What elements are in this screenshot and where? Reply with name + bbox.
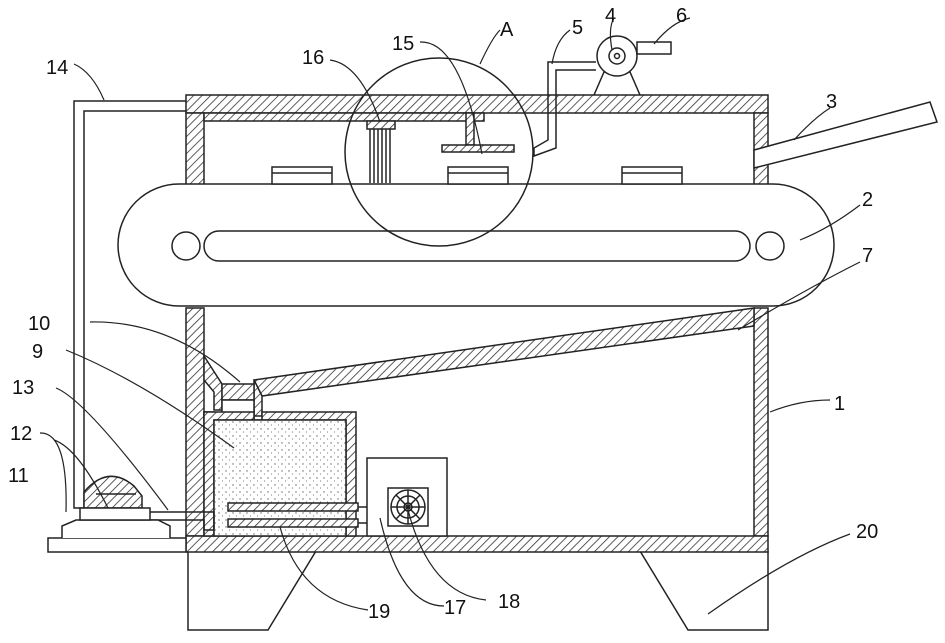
nozzle-head <box>442 145 514 152</box>
callout-a: A <box>500 19 514 41</box>
belt-item <box>272 167 332 184</box>
pump-base <box>62 520 170 538</box>
callout-13: 13 <box>12 377 34 399</box>
callout-11: 11 <box>8 465 29 487</box>
fan <box>594 36 671 95</box>
brush <box>367 121 395 183</box>
belt-item <box>622 167 682 184</box>
nozzle-stem <box>466 113 474 145</box>
heater-element-bottom <box>228 519 358 527</box>
right-wall-lower <box>754 308 768 536</box>
callout-15: 15 <box>392 33 414 55</box>
callout-2: 2 <box>862 189 873 211</box>
items-on-belt <box>272 167 682 184</box>
filter-funnel-left <box>204 356 222 410</box>
left-leg <box>188 551 316 630</box>
top-duct <box>204 113 484 121</box>
callout-14: 14 <box>46 57 68 79</box>
right-leg <box>640 551 768 630</box>
control-box <box>367 458 447 536</box>
callout-4: 4 <box>605 5 616 27</box>
heater-element-top <box>228 503 358 511</box>
callout-18: 18 <box>498 591 520 613</box>
filter <box>204 356 262 420</box>
pump-assembly <box>48 476 186 552</box>
filter-mesh <box>222 384 254 400</box>
feed-chute <box>754 102 937 168</box>
left-wall-lower <box>186 308 204 536</box>
callout-17: 17 <box>444 597 466 619</box>
bottom-wall <box>186 536 768 552</box>
callout-1: 1 <box>834 393 845 415</box>
callout-6: 6 <box>676 5 687 27</box>
callout-19: 19 <box>368 601 390 623</box>
tank <box>204 412 356 536</box>
brush-head <box>367 121 395 129</box>
callout-20: 20 <box>856 521 878 543</box>
callout-7: 7 <box>862 245 873 267</box>
conveyor-belt <box>118 184 834 306</box>
support-legs <box>188 551 768 630</box>
callout-3: 3 <box>826 91 837 113</box>
callout-9: 9 <box>32 341 43 363</box>
belt-outer <box>118 184 834 306</box>
callout-10: 10 <box>28 313 50 335</box>
callout-12: 12 <box>10 423 32 445</box>
fan-housing <box>597 36 637 76</box>
callout-5: 5 <box>572 17 583 39</box>
inclined-plate <box>254 308 754 396</box>
left-wall-upper <box>186 113 204 185</box>
top-wall <box>186 95 768 113</box>
belt-item <box>448 167 508 184</box>
callout-16: 16 <box>302 47 324 69</box>
base-plate <box>48 538 186 552</box>
